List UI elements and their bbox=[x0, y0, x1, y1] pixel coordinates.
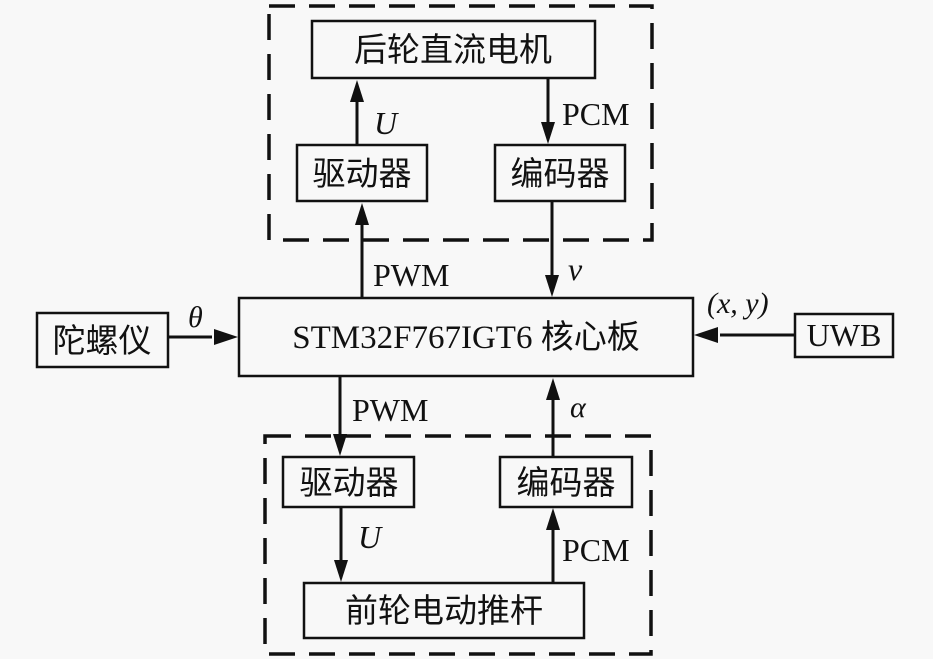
gyroscope-label: 陀螺仪 bbox=[53, 323, 152, 360]
arrowhead-down bbox=[545, 275, 559, 297]
front-wheel-group bbox=[263, 434, 653, 656]
arrowhead-up bbox=[546, 378, 560, 400]
edge-uwb-to-core: (x, y) bbox=[694, 287, 795, 343]
edge-front-encoder-to-core: α bbox=[546, 378, 587, 457]
front-driver-label: 驱动器 bbox=[300, 466, 399, 502]
rear-motor-label: 后轮直流电机 bbox=[354, 32, 552, 69]
arrowhead-up bbox=[350, 80, 364, 102]
edge-label-theta: θ bbox=[188, 301, 203, 334]
edge-label-alpha: α bbox=[570, 391, 587, 424]
edge-label-u-front: U bbox=[358, 519, 383, 555]
edge-gyro-to-core: θ bbox=[168, 301, 238, 345]
edge-label-u-rear: U bbox=[374, 105, 399, 141]
edge-rear-driver-to-motor: U bbox=[350, 80, 399, 145]
front-actuator-node: 前轮电动推杆 bbox=[302, 581, 586, 640]
arrowhead-down bbox=[334, 560, 348, 582]
rear-wheel-group bbox=[267, 4, 654, 242]
edge-label-pwm-top: PWM bbox=[373, 257, 449, 293]
edge-core-to-front-driver: PWM bbox=[333, 376, 428, 456]
rear-driver-label: 驱动器 bbox=[313, 157, 412, 193]
rear-driver-node: 驱动器 bbox=[295, 143, 429, 203]
arrowhead-up bbox=[546, 508, 560, 530]
gyroscope-node: 陀螺仪 bbox=[35, 311, 170, 369]
edge-label-pcm-front: PCM bbox=[562, 532, 630, 568]
rear-motor-node: 后轮直流电机 bbox=[310, 19, 597, 80]
edge-label-pcm-rear: PCM bbox=[562, 96, 630, 132]
uwb-node: UWB bbox=[793, 312, 895, 359]
edge-actuator-to-front-encoder: PCM bbox=[546, 508, 630, 583]
edge-label-xy: (x, y) bbox=[707, 287, 769, 320]
arrowhead-down bbox=[541, 122, 555, 144]
edge-front-driver-to-actuator: U bbox=[334, 507, 383, 582]
edge-core-to-rear-driver: PWM bbox=[355, 203, 449, 298]
front-actuator-label: 前轮电动推杆 bbox=[345, 593, 543, 630]
edge-label-v: v bbox=[568, 251, 583, 287]
rear-encoder-node: 编码器 bbox=[493, 143, 627, 203]
front-encoder-node: 编码器 bbox=[498, 455, 634, 509]
front-driver-node: 驱动器 bbox=[281, 455, 416, 509]
rear-encoder-label: 编码器 bbox=[511, 156, 610, 193]
arrowhead-down bbox=[333, 434, 347, 456]
front-encoder-label: 编码器 bbox=[517, 465, 616, 502]
arrowhead-right bbox=[214, 329, 238, 345]
edge-rear-motor-to-encoder: PCM bbox=[541, 78, 630, 144]
arrowhead-left bbox=[694, 327, 718, 343]
edge-rear-encoder-to-core: v bbox=[545, 201, 583, 297]
core-board-label: STM32F767IGT6 核心板 bbox=[292, 319, 639, 356]
edge-label-pwm-bottom: PWM bbox=[352, 392, 428, 428]
uwb-label: UWB bbox=[807, 317, 882, 353]
core-board-node: STM32F767IGT6 核心板 bbox=[237, 296, 695, 378]
arrowhead-up bbox=[355, 203, 369, 225]
